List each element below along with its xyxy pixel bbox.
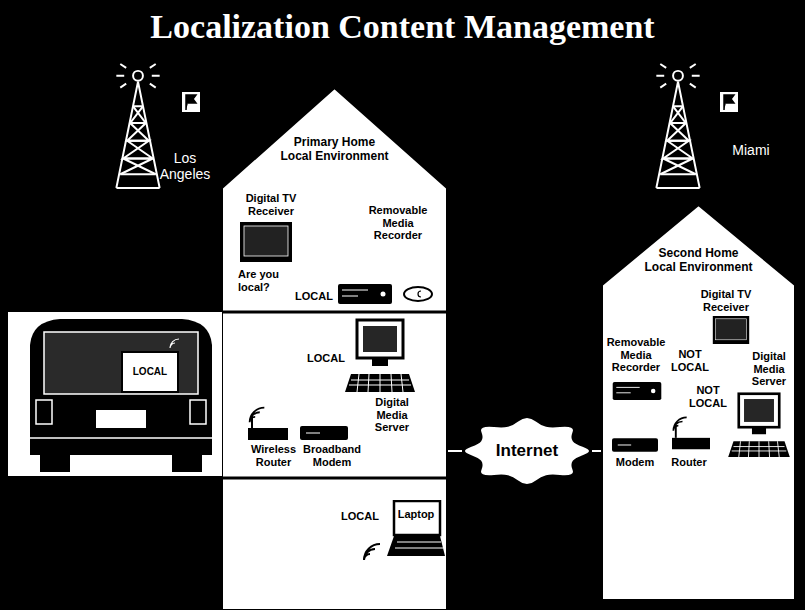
- device-label: Removable Media Recorder: [604, 336, 668, 374]
- cloud-shape: [464, 417, 590, 485]
- flag-icon: [720, 92, 738, 112]
- label-anchor: Are you local?: [238, 268, 288, 293]
- label-anchor: Removable Media Recorder: [604, 336, 668, 374]
- house-shape: [222, 88, 447, 610]
- city-label: Los Angeles: [156, 150, 214, 182]
- label-anchor: LOCAL: [292, 290, 336, 303]
- device-label: NOT LOCAL: [686, 384, 730, 409]
- label-anchor: LOCAL: [338, 510, 382, 523]
- label-anchor: Modem: [610, 456, 660, 469]
- label-anchor: Digital Media Server: [362, 396, 422, 434]
- label-anchor: Removable Media Recorder: [362, 204, 434, 242]
- device-label: Broadband Modem: [300, 443, 364, 468]
- diagram-title: Localization Content Management: [0, 8, 805, 46]
- internet-cloud: Internet: [462, 415, 592, 487]
- city-label: Miami: [726, 142, 776, 158]
- node-heading: Internet: [496, 441, 558, 461]
- broadcast-tower: [656, 64, 699, 188]
- router-icon: [672, 425, 710, 450]
- label-anchor: Digital Media Server: [746, 350, 792, 388]
- device-label: Digital Media Server: [362, 396, 422, 434]
- device-label: Router: [666, 456, 712, 469]
- device-label: LOCAL: [304, 352, 348, 365]
- wifi-waves: [364, 544, 380, 560]
- laptop-icon: [387, 501, 445, 556]
- label-anchor: NOT LOCAL: [668, 348, 712, 373]
- device-label: Wireless Router: [246, 443, 301, 468]
- label-anchor: Digital TV Receiver: [690, 288, 762, 313]
- flag-icon: [182, 92, 200, 112]
- broadcast-tower: [116, 64, 159, 188]
- device-label: Are you local?: [238, 268, 288, 293]
- floor-line: [222, 311, 447, 314]
- disc-icon: [404, 287, 432, 301]
- tv-receiver-icon: [713, 316, 749, 344]
- wireless-router-icon: [248, 414, 288, 440]
- label-anchor: Broadband Modem: [300, 443, 364, 468]
- title-anchor: Localization Content Management: [0, 8, 805, 46]
- device-label: Laptop: [395, 508, 437, 521]
- tv-receiver-icon: [240, 222, 292, 262]
- broadband-modem-icon: [300, 426, 348, 440]
- node-heading: Second Home Local Environment: [643, 247, 755, 275]
- media-recorder-icon: [338, 284, 392, 304]
- label-anchor: NOT LOCAL: [686, 384, 730, 409]
- node-heading: LOCAL: [122, 366, 178, 378]
- label-anchor: Los Angeles: [156, 150, 214, 182]
- floor-line: [222, 477, 447, 480]
- house-shape: [602, 205, 795, 600]
- modem-icon: [612, 438, 658, 451]
- network-link: [592, 450, 602, 452]
- network-link: [447, 450, 462, 452]
- device-label: LOCAL: [292, 290, 336, 303]
- label-anchor: Digital TV Receiver: [240, 192, 302, 217]
- device-label: NOT LOCAL: [668, 348, 712, 373]
- label-anchor: Router: [666, 456, 712, 469]
- device-label: Digital Media Server: [746, 350, 792, 388]
- node-heading: Primary Home Local Environment: [279, 136, 391, 164]
- device-label: LOCAL: [338, 510, 382, 523]
- device-label: Digital TV Receiver: [690, 288, 762, 313]
- label-anchor: Laptop: [395, 508, 437, 521]
- label-anchor: Wireless Router: [246, 443, 301, 468]
- van-illustration: [30, 319, 212, 472]
- device-label: Modem: [610, 456, 660, 469]
- media-recorder-icon: [613, 382, 662, 400]
- device-label: Removable Media Recorder: [362, 204, 434, 242]
- label-anchor: Miami: [726, 142, 776, 158]
- media-server-icon: [728, 394, 790, 457]
- device-label: Digital TV Receiver: [240, 192, 302, 217]
- media-server-icon: [345, 320, 415, 392]
- label-anchor: LOCAL: [304, 352, 348, 365]
